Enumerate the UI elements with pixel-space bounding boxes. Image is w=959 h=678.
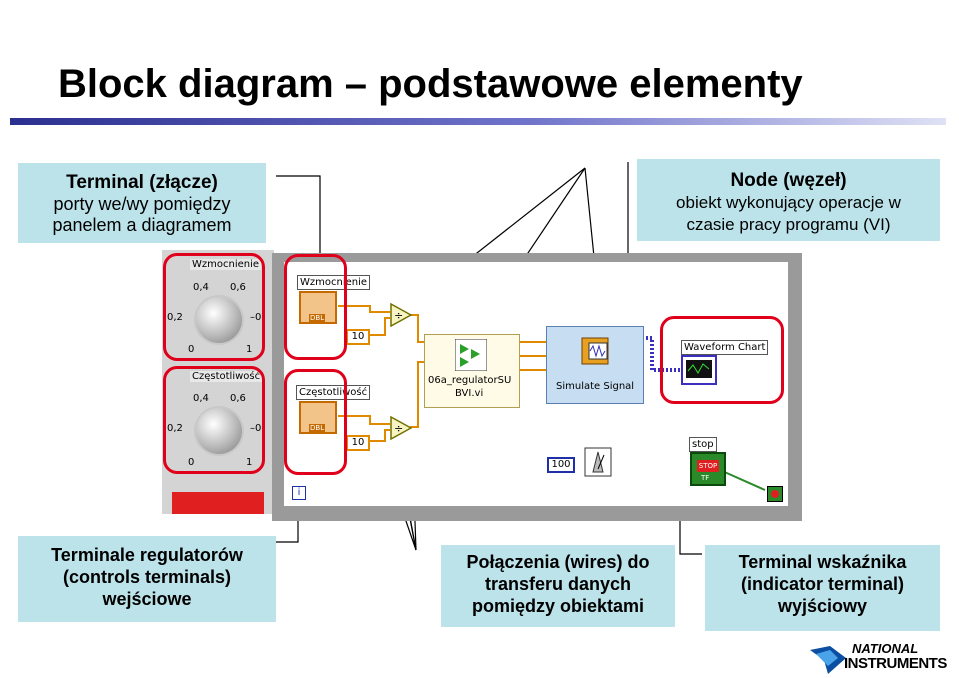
knob1-tick-02: 0,2 — [167, 312, 183, 323]
const2[interactable]: 10 — [346, 435, 370, 451]
divide-node-2[interactable]: ÷ — [390, 416, 412, 440]
wires-line2: transferu danych — [484, 574, 632, 594]
terminal-line2: panelem a diagramem — [52, 215, 232, 235]
ctrl2-terminal[interactable]: DBL — [299, 401, 337, 434]
ni-eagle-icon — [810, 646, 846, 674]
subvi-ext: BVI.vi — [455, 388, 484, 399]
knob1-tick-06: 0,6 — [230, 282, 246, 293]
simulate-signal-node[interactable]: Simulate Signal — [546, 326, 644, 404]
controls-highlight — [284, 254, 347, 360]
node-line1: obiekt wykonujący operacje w — [676, 193, 901, 212]
chart-terminal[interactable] — [681, 355, 717, 385]
node-line2: czasie pracy programu (VI) — [686, 215, 891, 234]
national-instruments-logo: NATIONAL INSTRUMENTS — [808, 640, 958, 678]
indicator-line3: wyjściowy — [777, 596, 868, 616]
wires-callout: Połączenia (wires) do transferu danych p… — [441, 545, 675, 627]
simulate-signal-icon — [581, 337, 609, 365]
controls-line2: (controls terminals) — [62, 567, 232, 587]
chart-icon — [686, 360, 712, 378]
const1[interactable]: 10 — [346, 329, 370, 345]
chart-label: Waveform Chart — [681, 340, 769, 355]
knob1-dial[interactable] — [196, 297, 242, 343]
ni-line1: NATIONAL — [852, 641, 919, 656]
slide-title: Block diagram – podstawowe elementy — [58, 62, 803, 106]
indicator-line1: Terminal wskaźnika — [738, 552, 907, 572]
knob2-tick-08: –0 — [250, 423, 262, 434]
metronome-icon[interactable] — [584, 447, 612, 477]
ctrl2-label: Częstotliwość — [296, 385, 371, 400]
ctrl2-dbl: DBL — [309, 424, 326, 432]
knob1-tick-1: 1 — [246, 344, 253, 355]
subvi-name: 06a_regulatorSU — [428, 375, 512, 386]
controls-line1: Terminale regulatorów — [51, 545, 243, 565]
stop-terminal[interactable]: STOP TF — [690, 452, 726, 486]
wait-const[interactable]: 100 — [547, 457, 575, 473]
ctrl1-label: Wzmocnienie — [297, 275, 371, 290]
knob1-highlight — [163, 253, 265, 361]
ctrl1-dbl: DBL — [309, 314, 326, 322]
controls-callout: Terminale regulatorów (controls terminal… — [18, 536, 276, 622]
node-callout: Node (węzeł) obiekt wykonujący operacje … — [637, 159, 940, 241]
indicator-line2: (indicator terminal) — [740, 574, 905, 594]
node-heading: Node (węzeł) — [730, 170, 847, 191]
knob2-tick-06: 0,6 — [230, 393, 246, 404]
knob2-highlight — [163, 366, 265, 474]
svg-text:÷: ÷ — [394, 422, 403, 435]
stop-button-face: STOP — [697, 460, 719, 472]
svg-text:÷: ÷ — [394, 309, 403, 322]
controls-highlight-2 — [284, 369, 347, 475]
stop-label: stop — [689, 437, 717, 452]
knob2-dial[interactable] — [196, 408, 242, 454]
indicator-highlight — [660, 316, 784, 404]
controls-line3: wejściowe — [102, 589, 192, 609]
knob2-tick-1: 1 — [246, 457, 253, 468]
indicator-callout: Terminal wskaźnika (indicator terminal) … — [705, 545, 940, 631]
subvi-node[interactable]: 06a_regulatorSU BVI.vi — [424, 334, 520, 408]
knob2-label: Częstotliwość — [190, 371, 263, 382]
terminal-line1: porty we/wy pomiędzy — [53, 194, 231, 214]
knob1-label: Wzmocnienie — [190, 259, 262, 270]
simulate-signal-label: Simulate Signal — [556, 381, 635, 392]
wires-line3: pomiędzy obiektami — [471, 596, 645, 616]
wires-line1: Połączenia (wires) do — [466, 552, 650, 572]
knob1-tick-0: 0 — [188, 344, 195, 355]
divide-node-1[interactable]: ÷ — [390, 303, 412, 327]
ni-line2: INSTRUMENTS — [844, 655, 947, 672]
panel-red-strip — [172, 492, 264, 514]
ctrl1-terminal[interactable]: DBL — [299, 291, 337, 324]
loop-condition-icon[interactable] — [767, 486, 783, 502]
terminal-heading: Terminal (złącze) — [66, 172, 218, 193]
iteration-terminal: i — [292, 486, 306, 500]
terminal-callout: Terminal (złącze) porty we/wy pomiędzy p… — [18, 163, 266, 243]
knob1-tick-08: –0 — [250, 312, 262, 323]
subvi-icon — [455, 339, 487, 371]
knob1-tick-04: 0,4 — [193, 282, 209, 293]
title-underline — [10, 118, 946, 125]
knob2-tick-04: 0,4 — [193, 393, 209, 404]
knob2-tick-0: 0 — [188, 457, 195, 468]
knob2-tick-02: 0,2 — [167, 423, 183, 434]
stop-tf: TF — [701, 474, 710, 482]
